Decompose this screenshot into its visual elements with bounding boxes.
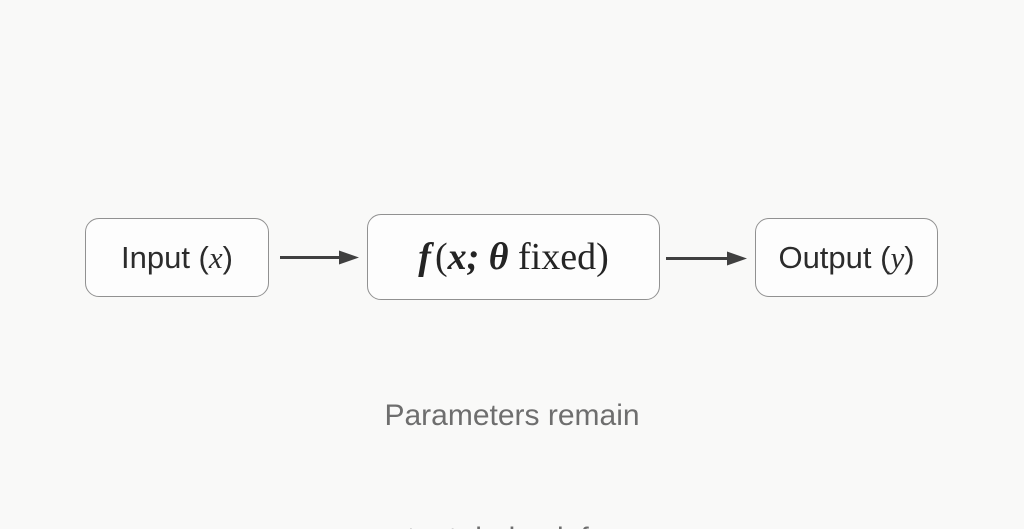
input-node: Input (x) (85, 218, 269, 297)
caption: Parameters remain constant during infere… (306, 313, 718, 529)
function-theta: θ (488, 236, 509, 278)
function-f: f (418, 236, 431, 278)
caption-line1: Parameters remain (384, 399, 640, 432)
function-x: x (447, 236, 467, 278)
arrow-right-icon (280, 250, 359, 265)
output-node: Output (y) (755, 218, 938, 297)
input-variable: x (208, 239, 223, 275)
input-node-label: Input (x) (121, 239, 233, 275)
arrow-right-icon (666, 251, 747, 266)
caption-line2: constant during inference (306, 518, 718, 529)
function-node-label: f(x; θ fixed) (418, 236, 609, 278)
output-variable: y (890, 239, 905, 275)
output-node-label: Output (y) (778, 239, 915, 275)
function-node: f(x; θ fixed) (367, 214, 660, 300)
